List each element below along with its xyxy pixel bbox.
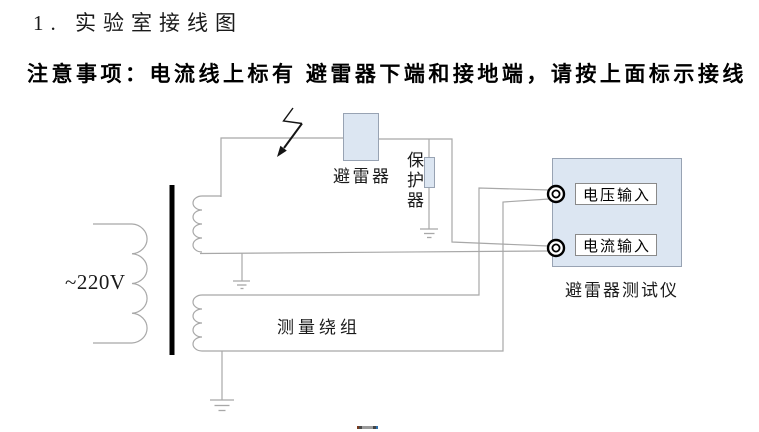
arrester-box bbox=[343, 113, 379, 161]
source-voltage-label: ~220V bbox=[65, 270, 126, 294]
arrester-label: 避雷器 bbox=[333, 167, 392, 186]
wire-hv-top bbox=[220, 137, 343, 197]
protector-label: 保护器 bbox=[404, 151, 423, 211]
page-title: 1. 实验室接线图 bbox=[33, 11, 243, 35]
primary-coil bbox=[131, 223, 148, 344]
measurement-winding-label: 测量绕组 bbox=[277, 318, 361, 337]
warning-text: 注意事项：电流线上标有 避雷器下端和接地端，请按上面标示接线 bbox=[27, 63, 747, 86]
ground-symbol-measurement-winding bbox=[210, 399, 234, 412]
wire-voltage-a bbox=[202, 187, 550, 296]
tester-caption: 避雷器测试仪 bbox=[565, 281, 679, 300]
measurement-coil bbox=[192, 294, 203, 352]
ground-symbol-upper-winding bbox=[233, 280, 250, 290]
transformer-core bbox=[169, 185, 175, 355]
voltage-input-box: 电压输入 bbox=[575, 183, 657, 205]
ground-symbol-protector bbox=[420, 228, 438, 239]
lightning-arrow-icon bbox=[277, 107, 303, 157]
upper-secondary-coil bbox=[192, 195, 203, 253]
wire-voltage-b bbox=[202, 198, 550, 352]
current-input-box: 电流输入 bbox=[575, 234, 657, 256]
clipped-caption-bar bbox=[357, 426, 378, 429]
wire-upper-winding-to-current bbox=[199, 250, 549, 255]
